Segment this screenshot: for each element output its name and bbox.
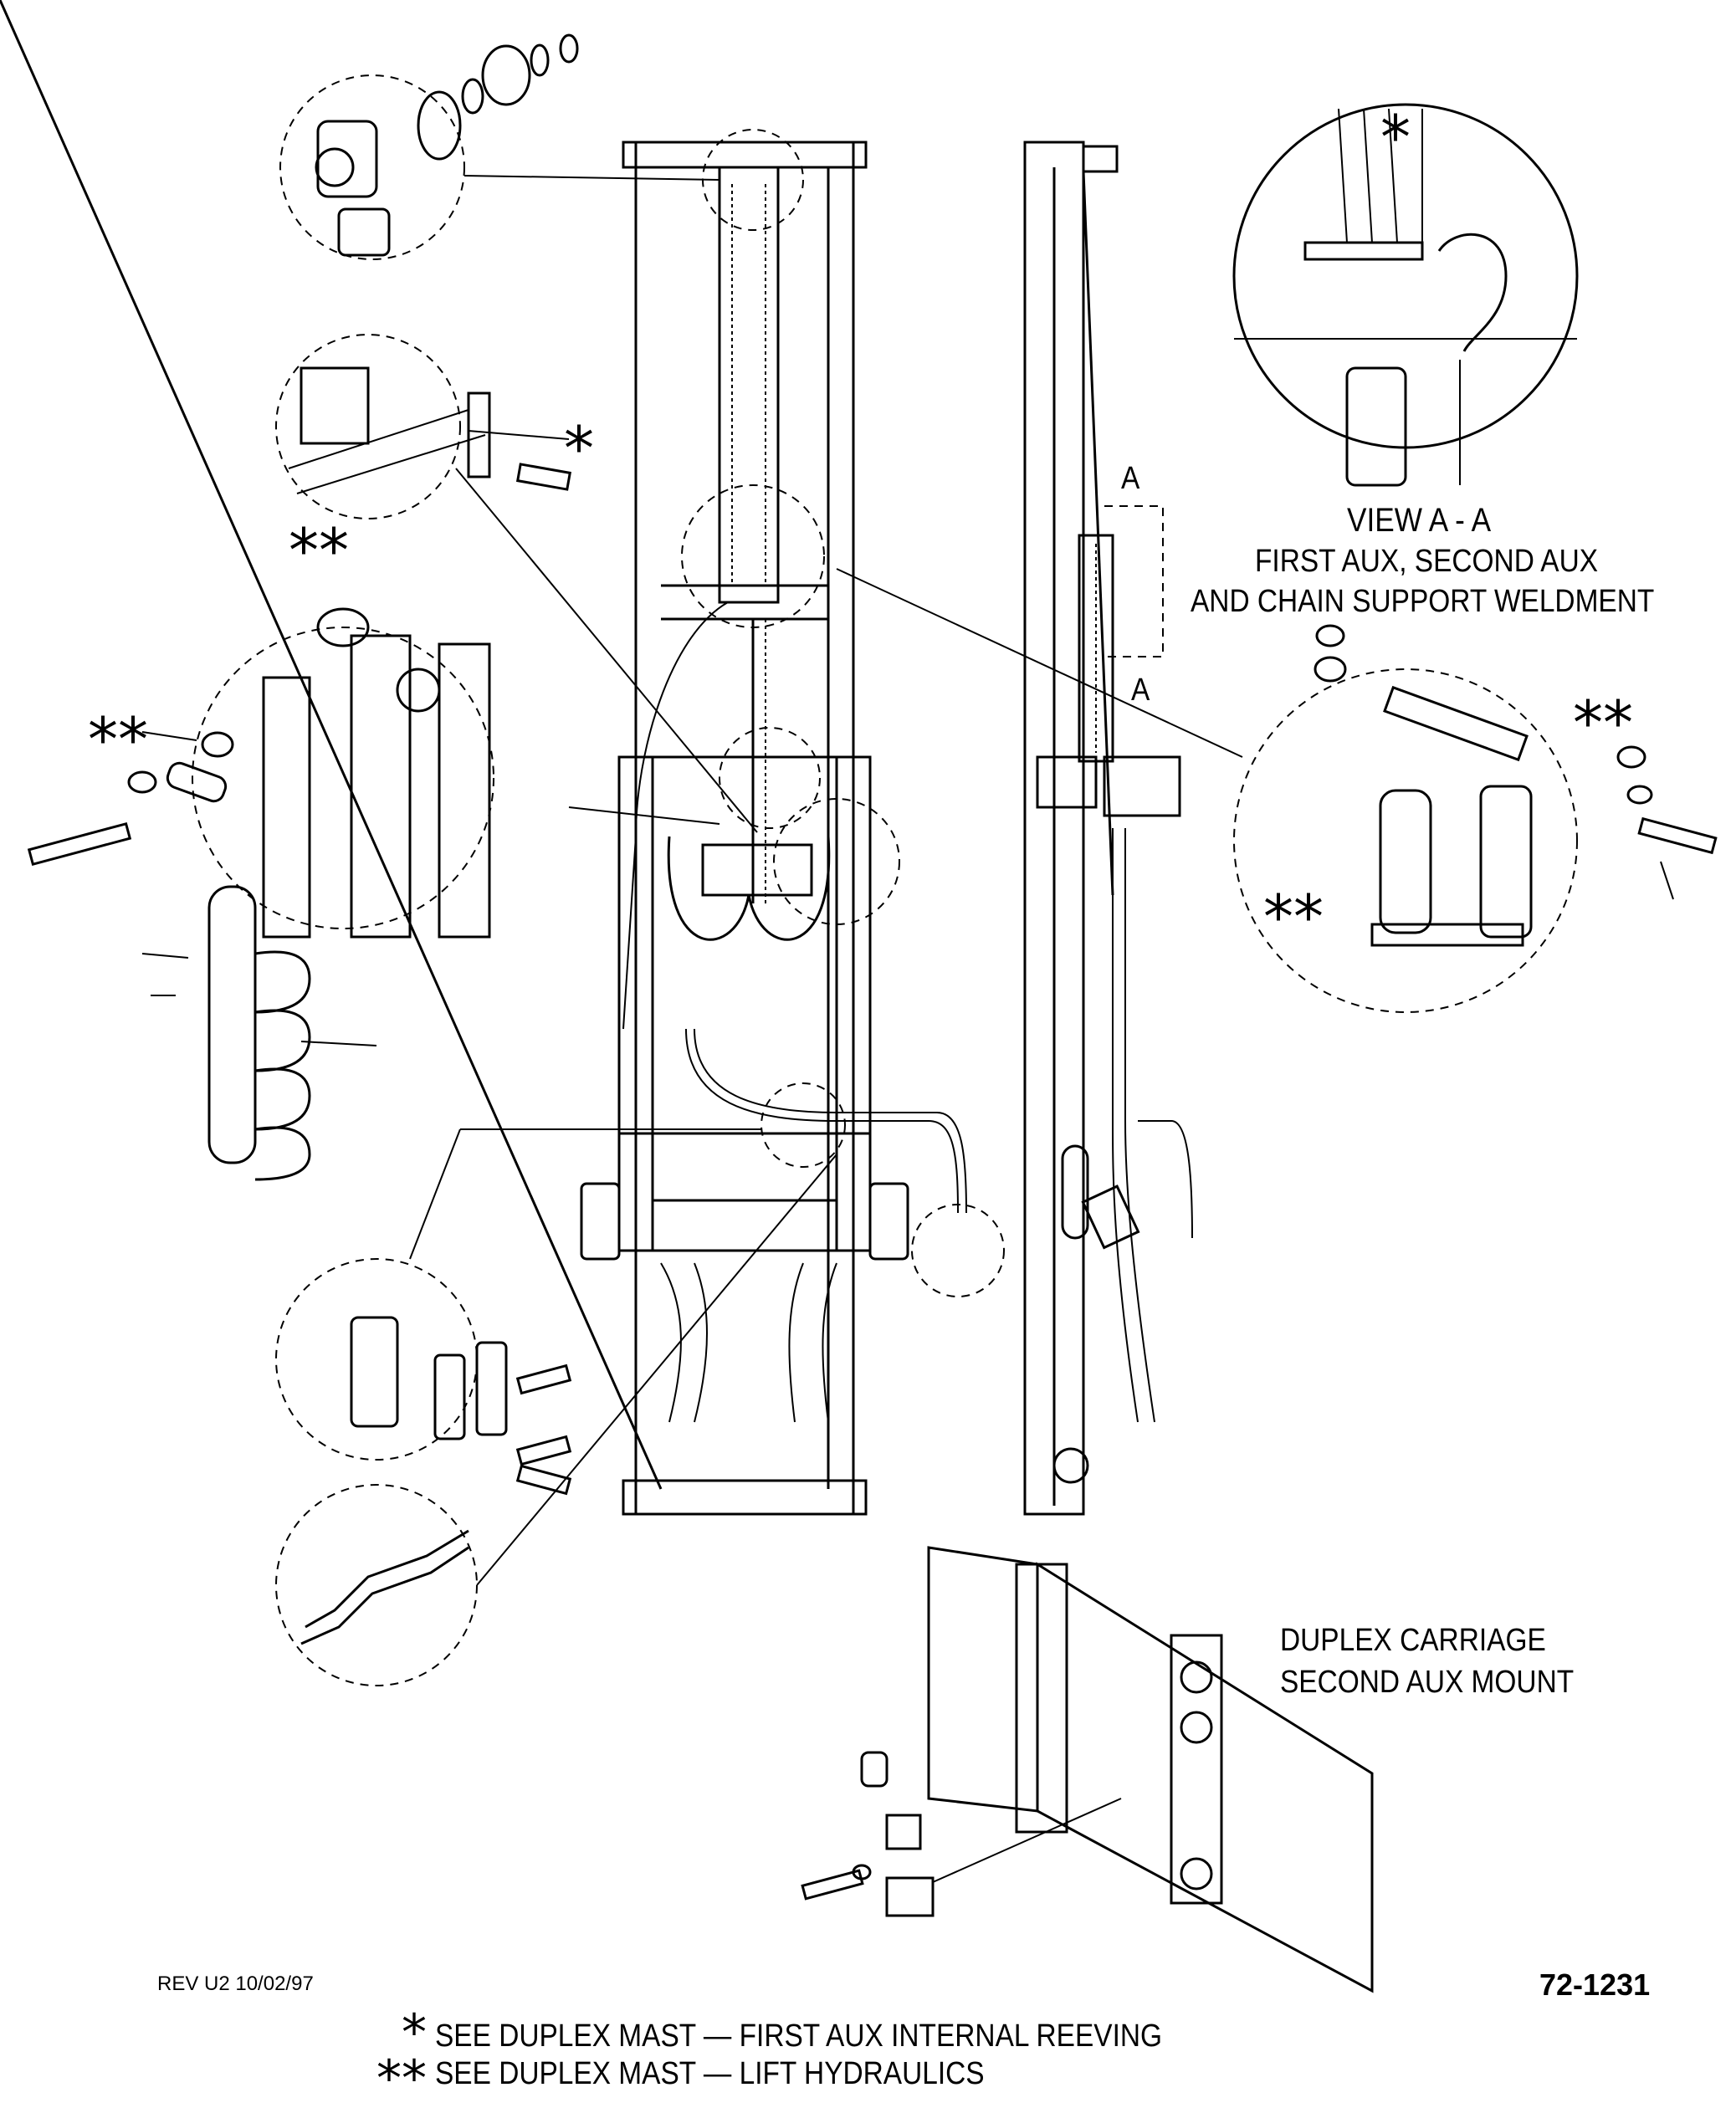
note-1-symbol: * xyxy=(402,2003,427,2062)
carriage-title-line-2: SECOND AUX MOUNT xyxy=(1280,1665,1575,1700)
single-star-marker-valve: * xyxy=(564,413,594,484)
double-star-marker-valve: ** xyxy=(289,515,349,586)
revision-stamp: REV U2 10/02/97 xyxy=(157,1972,314,1995)
mast-side-view xyxy=(1023,141,1193,1516)
section-marker-a-bottom: A xyxy=(1131,673,1150,708)
double-star-marker-support-lower: ** xyxy=(1263,882,1324,952)
double-star-marker-support-upper: ** xyxy=(1573,688,1633,758)
view-subtitle-line-2: AND CHAIN SUPPORT WELDMENT xyxy=(1191,584,1655,619)
drawing-number: 72-1231 xyxy=(1539,1967,1651,2002)
single-star-marker-view: * xyxy=(1380,102,1411,172)
view-title: VIEW A - A xyxy=(1347,502,1492,539)
note-2-text: SEE DUPLEX MAST — LIFT HYDRAULICS xyxy=(435,2056,985,2091)
note-1-text: SEE DUPLEX MAST — FIRST AUX INTERNAL REE… xyxy=(435,2018,1163,2054)
hose-bracket-detail xyxy=(275,1128,761,1496)
mast-front-view xyxy=(0,0,1005,1516)
view-subtitle-line-1: FIRST AUX, SECOND AUX xyxy=(1255,544,1599,579)
duplex-carriage-view xyxy=(801,1546,1374,1993)
note-2-symbol: ** xyxy=(376,2049,427,2108)
chain-support-detail xyxy=(836,568,1718,1013)
valve-block-detail xyxy=(275,334,758,833)
double-star-marker-bracket: ** xyxy=(88,704,148,775)
chain-bracket-detail xyxy=(27,607,720,1181)
view-a-a-detail xyxy=(1232,103,1579,487)
carriage-title-line-1: DUPLEX CARRIAGE xyxy=(1280,1623,1546,1658)
fitting-detail xyxy=(275,1154,837,1686)
pulley-detail xyxy=(279,33,720,260)
section-marker-a-top: A xyxy=(1121,461,1140,496)
